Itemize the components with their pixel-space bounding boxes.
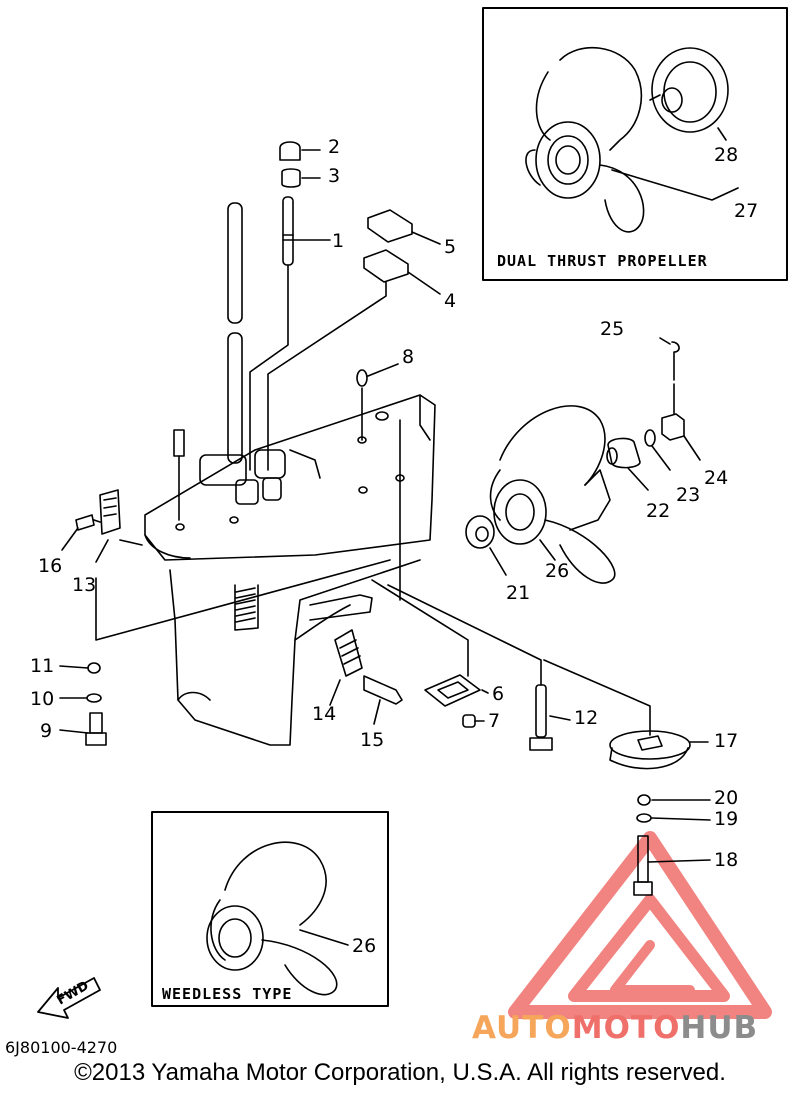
callout-27: 27 [734, 200, 759, 222]
dual-thrust-propeller [525, 46, 729, 233]
callout-1: 1 [332, 230, 345, 252]
watermark-logo [508, 831, 772, 1019]
shift-rod [282, 196, 294, 266]
part-code: 6J80100-4270 [5, 1038, 118, 1057]
callout-22: 22 [646, 500, 671, 522]
callout-9: 9 [40, 720, 53, 742]
callout-24: 24 [704, 467, 729, 489]
callout-20: 20 [714, 787, 739, 809]
callout-10: 10 [30, 688, 55, 710]
callout-5: 5 [444, 236, 457, 258]
callout-17: 17 [714, 730, 739, 752]
callout-23: 23 [676, 484, 701, 506]
main-propeller [489, 405, 616, 584]
drive-shaft-lower [227, 332, 243, 464]
callout-16: 16 [38, 555, 63, 577]
inset-dual-thrust-box [482, 7, 788, 281]
callout-13: 13 [72, 574, 97, 596]
callout-6: 6 [492, 683, 505, 705]
callout-12: 12 [574, 707, 599, 729]
watermark-hub: HUB [680, 1010, 759, 1046]
watermark-moto: MOTO [571, 1010, 681, 1046]
callout-28: 28 [714, 144, 739, 166]
weedless-propeller [206, 841, 338, 996]
callout-7: 7 [488, 710, 501, 732]
watermark-text: AUTOMOTOHUB [472, 1010, 758, 1046]
callout-19: 19 [714, 808, 739, 830]
watermark-auto: AUTO [472, 1010, 572, 1046]
callout-11: 11 [30, 655, 55, 677]
callout-14: 14 [312, 703, 337, 725]
callout-4: 4 [444, 290, 457, 312]
callout-25: 25 [600, 318, 625, 340]
drive-shaft-upper [227, 202, 243, 324]
lower-unit-housing [144, 394, 436, 746]
callout-18: 18 [714, 849, 739, 871]
callout-8: 8 [402, 346, 415, 368]
inset-dual-thrust-caption: DUAL THRUST PROPELLER [497, 252, 708, 270]
callout-26: 26 [545, 560, 570, 582]
callout-2: 2 [328, 136, 341, 158]
inset-weedless-box [151, 811, 389, 1007]
callout-21: 21 [506, 582, 531, 604]
fwd-arrow-icon [37, 977, 101, 1019]
copyright-notice: ©2013 Yamaha Motor Corporation, U.S.A. A… [74, 1059, 726, 1086]
inset-weedless-caption: WEEDLESS TYPE [162, 985, 293, 1003]
callout-26-weedless: 26 [352, 935, 377, 957]
callout-15: 15 [360, 729, 385, 751]
callout-3: 3 [328, 165, 341, 187]
